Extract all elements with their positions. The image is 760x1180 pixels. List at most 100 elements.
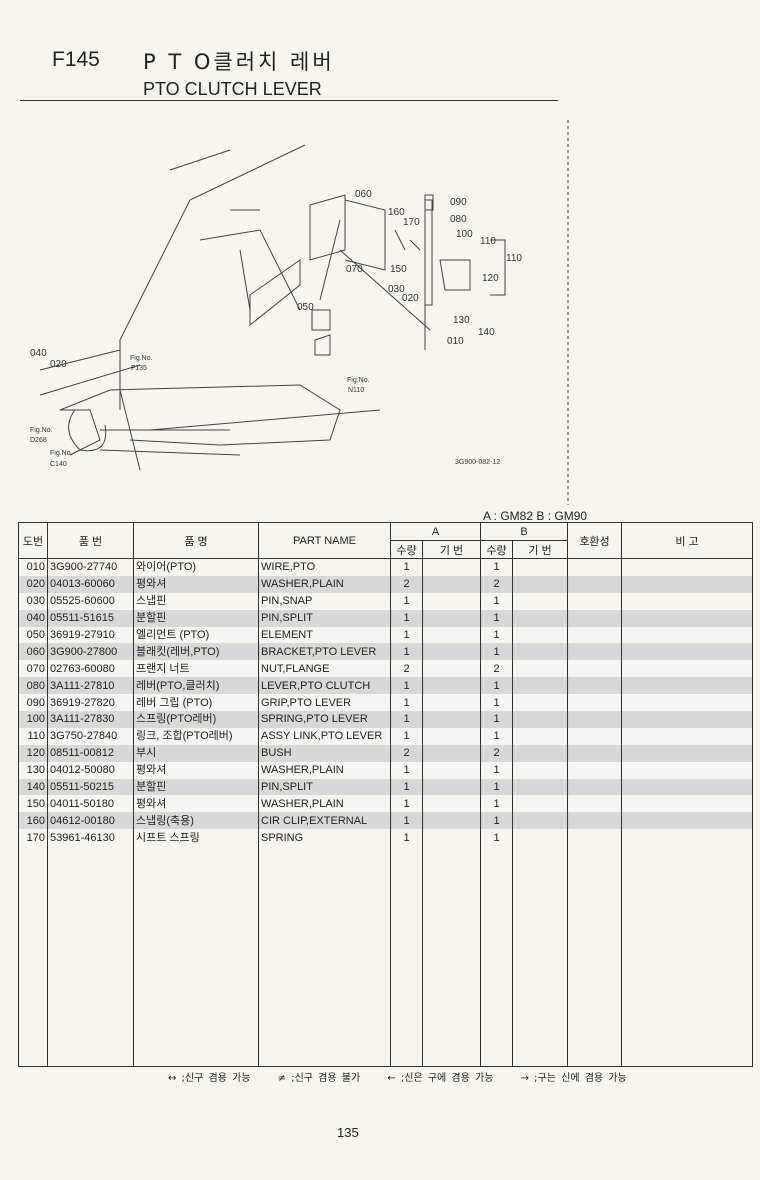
part-name-cell: CIR CLIP,EXTERNAL xyxy=(258,812,391,830)
qty-a-cell: 1 xyxy=(390,829,423,847)
empty-cell xyxy=(567,846,622,1068)
drawing-number: 3G900-082-12 xyxy=(455,459,500,466)
exploded-parts-diagram: 060 160 170 090 080 100 110 110 070 150 … xyxy=(30,120,569,505)
remarks-cell xyxy=(621,778,753,796)
ref-cell: 080 xyxy=(18,677,48,695)
ref-cell: 050 xyxy=(18,626,48,644)
callout-020: 020 xyxy=(402,293,419,304)
part-no-cell: 04011-50180 xyxy=(47,795,134,813)
qty-a-cell: 1 xyxy=(390,626,423,644)
part-name-cell: ASSY LINK,PTO LEVER xyxy=(258,727,391,745)
table-header-row: 도번 품 번 품 명 PART NAME A B 호환성 비 고 xyxy=(18,522,753,559)
qty-a-cell: 2 xyxy=(390,575,423,593)
code-a-cell xyxy=(422,609,481,627)
remarks-cell xyxy=(621,592,753,610)
callout-010: 010 xyxy=(447,336,464,347)
remarks-cell xyxy=(621,643,753,661)
parts-table: 도번 품 번 품 명 PART NAME A B 호환성 비 고 수량 기 번 … xyxy=(18,522,753,1068)
name-ko-cell: 스냅링(축용) xyxy=(133,812,259,830)
qty-a-cell: 1 xyxy=(390,558,423,576)
compat-cell xyxy=(567,609,622,627)
part-name-cell: BRACKET,PTO LEVER xyxy=(258,643,391,661)
part-no-cell: 36919-27910 xyxy=(47,626,134,644)
remarks-cell xyxy=(621,829,753,847)
ref-cell: 130 xyxy=(18,761,48,779)
part-name-cell: PIN,SPLIT xyxy=(258,778,391,796)
part-no-cell: 3G750-27840 xyxy=(47,727,134,745)
code-a-cell xyxy=(422,761,481,779)
table-subheader-row: 수량 기 번 수량 기 번 xyxy=(19,540,753,559)
title-divider xyxy=(20,100,558,101)
remarks-cell xyxy=(621,660,753,678)
qty-a-cell: 1 xyxy=(390,694,423,712)
code-b-cell xyxy=(512,677,568,695)
compat-cell xyxy=(567,778,622,796)
qty-a-cell: 1 xyxy=(390,711,423,728)
qty-b-cell: 1 xyxy=(480,727,513,745)
qty-b-cell: 2 xyxy=(480,575,513,593)
part-name-cell: ELEMENT xyxy=(258,626,391,644)
callout-110: 110 xyxy=(506,253,522,264)
name-ko-cell: 프랜지 너트 xyxy=(133,660,259,678)
part-name-cell: SPRING,PTO LEVER xyxy=(258,711,391,728)
ref-cell: 030 xyxy=(18,592,48,610)
remarks-cell xyxy=(621,626,753,644)
ref-cell: 140 xyxy=(18,778,48,796)
callout-040-left: 040 xyxy=(30,348,47,359)
name-ko-cell: 스냅핀 xyxy=(133,592,259,610)
name-ko-cell: 분할핀 xyxy=(133,609,259,627)
ref-cell: 070 xyxy=(18,660,48,678)
col-qty-a: 수량 xyxy=(390,540,423,559)
col-model-b: B xyxy=(480,522,568,541)
code-b-cell xyxy=(512,812,568,830)
empty-cell xyxy=(480,846,513,1068)
remarks-cell xyxy=(621,575,753,593)
code-b-cell xyxy=(512,558,568,576)
qty-b-cell: 1 xyxy=(480,643,513,661)
empty-cell xyxy=(47,846,134,1068)
callout-100: 100 xyxy=(456,229,473,240)
part-no-cell: 3G900-27740 xyxy=(47,558,134,576)
qty-b-cell: 2 xyxy=(480,744,513,762)
part-no-cell: 04612-00180 xyxy=(47,812,134,830)
callout-160: 160 xyxy=(388,207,405,218)
name-ko-cell: 레버 그립 (PTO) xyxy=(133,694,259,712)
ref-cell: 120 xyxy=(18,744,48,762)
compat-cell xyxy=(567,795,622,813)
part-no-cell: 3A111-27830 xyxy=(47,711,134,728)
code-b-cell xyxy=(512,711,568,728)
code-a-cell xyxy=(422,778,481,796)
compat-cell xyxy=(567,592,622,610)
part-name-cell: WASHER,PLAIN xyxy=(258,575,391,593)
code-a-cell xyxy=(422,829,481,847)
remarks-cell xyxy=(621,727,753,745)
compat-cell xyxy=(567,660,622,678)
ref-cell: 020 xyxy=(18,575,48,593)
qty-a-cell: 1 xyxy=(390,761,423,779)
qty-a-cell: 1 xyxy=(390,592,423,610)
empty-cell xyxy=(258,846,391,1068)
callout-120b: 120 xyxy=(482,273,499,284)
part-name-cell: GRIP,PTO LEVER xyxy=(258,694,391,712)
code-b-cell xyxy=(512,626,568,644)
title-english: PTO CLUTCH LEVER xyxy=(143,79,322,99)
code-a-cell xyxy=(422,643,481,661)
qty-b-cell: 1 xyxy=(480,694,513,712)
empty-cell xyxy=(422,846,481,1068)
part-no-cell: 05511-51615 xyxy=(47,609,134,627)
model-legend: A : GM82 B : GM90 xyxy=(483,509,588,523)
col-code-a: 기 번 xyxy=(422,540,481,559)
remarks-cell xyxy=(621,558,753,576)
part-name-cell: LEVER,PTO CLUTCH xyxy=(258,677,391,695)
compat-cell xyxy=(567,812,622,830)
fig-ref-f135: F135 xyxy=(131,365,147,372)
ref-cell: 100 xyxy=(18,711,48,728)
remarks-cell xyxy=(621,744,753,762)
ref-cell: 060 xyxy=(18,643,48,661)
